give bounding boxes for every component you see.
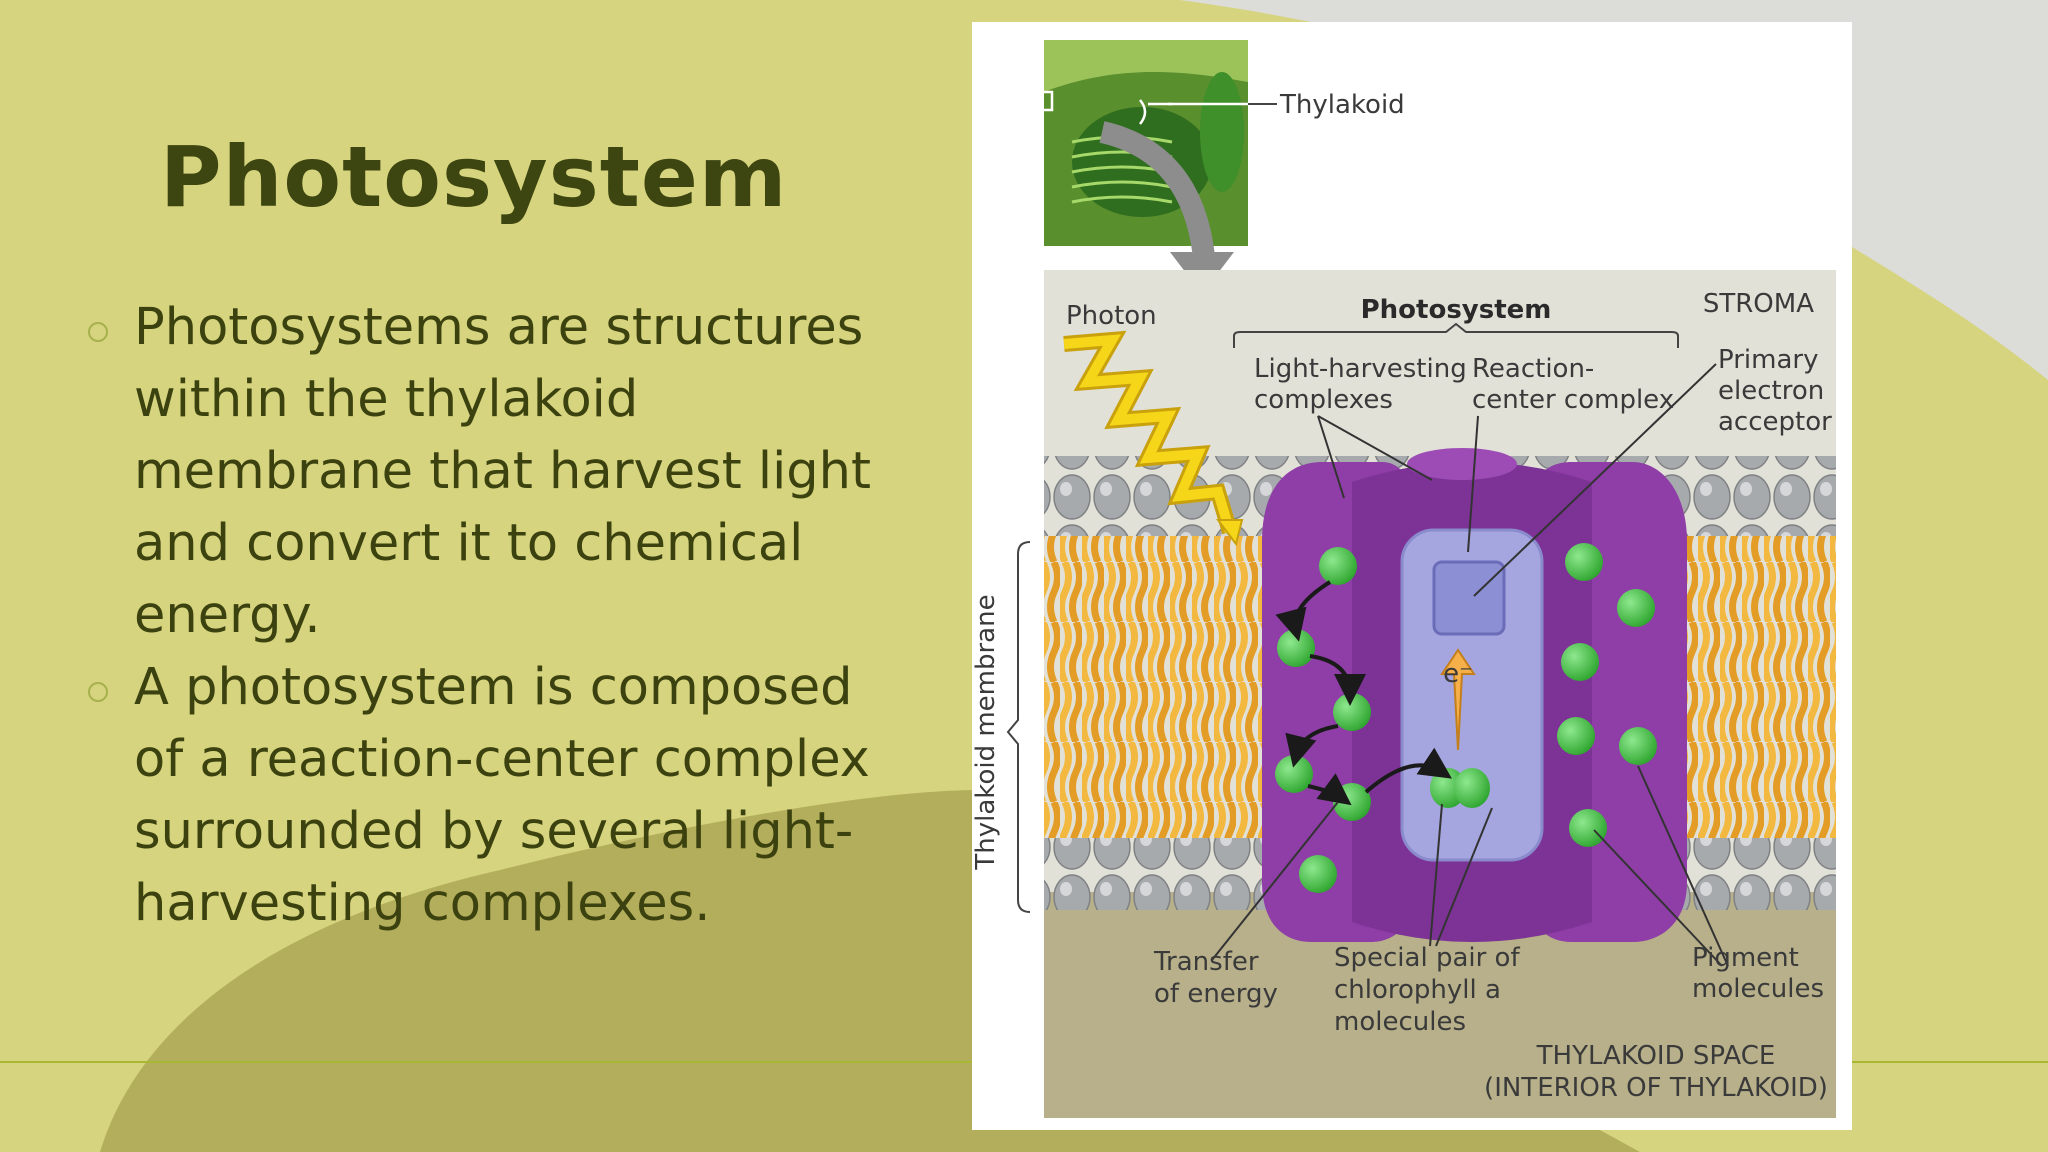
primary-acceptor-label-line1: Primary — [1718, 345, 1818, 375]
photon-label: Photon — [1066, 301, 1157, 331]
special-pair-chlorophyll — [1430, 768, 1490, 808]
primary-acceptor-label-line2: electron — [1718, 376, 1824, 406]
special-pair-label-line1: Special pair of — [1334, 943, 1520, 973]
thylakoid-membrane-label: Thylakoid membrane — [972, 594, 1001, 870]
special-pair-label-line3: molecules — [1334, 1007, 1466, 1037]
selection-box-icon — [1030, 90, 1054, 112]
bullet-list: Photosystems are structures within the t… — [80, 292, 880, 940]
thylakoid-space-label-line2: (INTERIOR OF THYLAKOID) — [1484, 1073, 1828, 1103]
bullet-circle-icon — [88, 682, 108, 702]
photosystem-diagram: Thylakoid e⁻ — [972, 40, 1836, 1118]
electron-label: e⁻ — [1443, 659, 1473, 689]
bullet-text: Photosystems are structures within the t… — [134, 298, 871, 645]
reaction-center-label-line2: center complex — [1472, 385, 1674, 415]
thylakoid-space-label-line1: THYLAKOID SPACE — [1536, 1041, 1776, 1071]
thylakoid-label: Thylakoid — [1279, 90, 1405, 120]
reaction-center-label-line1: Reaction- — [1472, 354, 1594, 384]
photosystem-bracket — [1233, 322, 1679, 348]
leader-lines — [1211, 363, 1729, 967]
primary-electron-acceptor — [1432, 560, 1506, 636]
pigment-label-line1: Pigment — [1692, 943, 1799, 973]
light-harvesting-label-line1: Light-harvesting — [1254, 354, 1467, 384]
pigment-label-line2: molecules — [1692, 974, 1824, 1004]
bullet-item: Photosystems are structures within the t… — [80, 292, 880, 652]
transfer-label-line2: of energy — [1154, 979, 1278, 1009]
stroma-label: STROMA — [1703, 289, 1814, 319]
energy-transfer-arrows — [1275, 580, 1452, 806]
primary-acceptor-label-line3: acceptor — [1718, 407, 1832, 437]
special-pair-label-line2: chlorophyll a — [1334, 975, 1501, 1005]
electron-transfer-arrow-icon — [1440, 648, 1476, 751]
light-harvesting-label-line2: complexes — [1254, 385, 1393, 415]
membrane-brace — [1006, 541, 1031, 913]
photon-arrowhead-icon — [1216, 519, 1244, 547]
photosystem-label: Photosystem — [1361, 295, 1552, 325]
photosystem-figure: Thylakoid e⁻ — [972, 22, 1852, 1130]
bullet-text: A photosystem is composed of a reaction-… — [134, 658, 870, 933]
bullet-item: A photosystem is composed of a reaction-… — [80, 652, 880, 940]
photon-bolt-icon — [1063, 334, 1235, 534]
transfer-label-line1: Transfer — [1153, 947, 1259, 977]
zoom-arrow-icon — [1099, 121, 1215, 259]
bullet-circle-icon — [88, 322, 108, 342]
page-title: Photosystem — [160, 128, 788, 226]
